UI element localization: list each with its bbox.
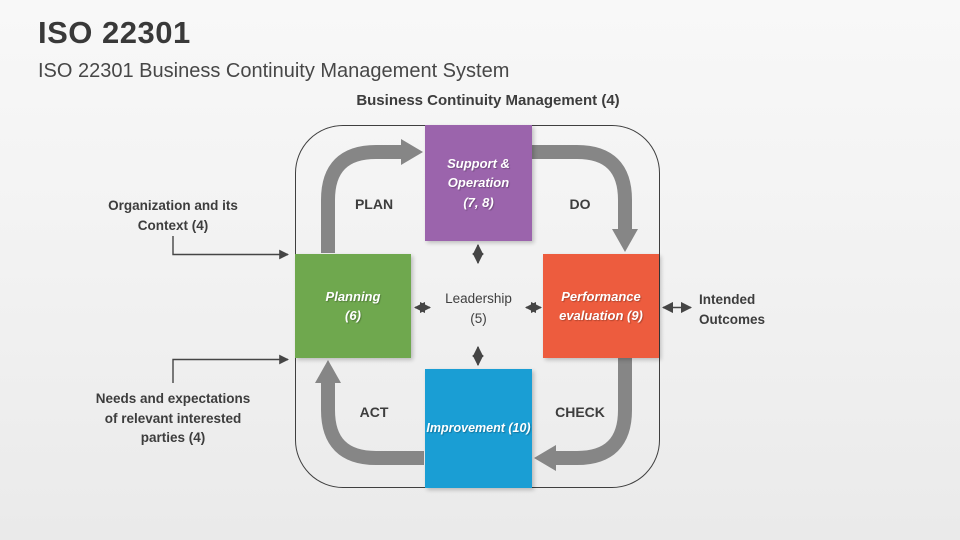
needs-expectations-connector (172, 354, 289, 383)
annotation-intended-outcomes: Intended Outcomes (699, 292, 766, 327)
planning-box: Planning (6) (295, 254, 411, 358)
bcm-frame-label: Business Continuity Management (4) (356, 92, 620, 109)
annotation-connectors (172, 236, 289, 383)
planning-label: Planning (6) (325, 288, 381, 324)
check-arrow (534, 357, 632, 471)
annotation-organization-context: Organization and its Context (4) (108, 198, 238, 233)
improvement-box: Improvement (10) (425, 369, 532, 488)
annotation-needs-expectations: Needs and expectations of relevant inter… (95, 391, 251, 446)
act-arrowhead (315, 360, 341, 383)
do-arrowhead (612, 229, 638, 252)
check-label: CHECK (555, 404, 605, 420)
page-subtitle: ISO 22301 Business Continuity Management… (38, 60, 510, 82)
leadership-connectors (413, 243, 693, 367)
organization-context-connector (172, 236, 289, 260)
performance-evaluation-box: Performance evaluation (9) (543, 254, 659, 358)
check-arrowhead (534, 445, 556, 471)
support-operation-box: Support & Operation (7, 8) (425, 125, 532, 241)
leadership-label: Leadership (5) (445, 291, 512, 326)
do-label: DO (569, 196, 591, 212)
plan-arrow (321, 139, 423, 253)
act-label: ACT (359, 404, 389, 420)
do-arrow (532, 145, 638, 252)
performance-evaluation-label: Performance evaluation (9) (559, 288, 643, 324)
page-title: ISO 22301 (38, 15, 191, 50)
support-operation-label: Support & Operation (7, 8) (447, 155, 510, 210)
improvement-label: Improvement (10) (426, 421, 531, 436)
plan-arrowhead (401, 139, 423, 165)
plan-label: PLAN (354, 196, 394, 212)
act-arrow (315, 360, 424, 465)
